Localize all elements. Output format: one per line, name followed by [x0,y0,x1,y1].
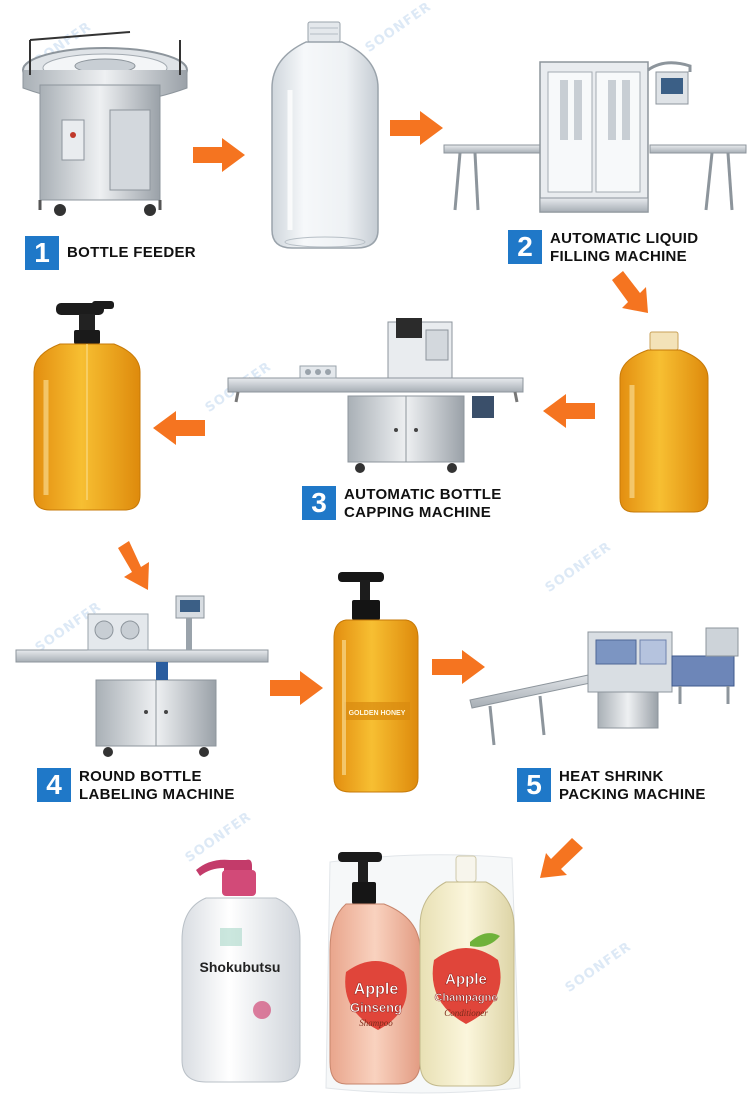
step-title-line2: PACKING MACHINE [559,786,706,803]
step-2-label: 2 AUTOMATIC LIQUID FILLING MACHINE [508,230,698,266]
red-label-line1: Apple [354,981,399,998]
capping-machine [227,318,524,473]
step-number-badge: 5 [517,768,551,802]
step-title-line1: AUTOMATIC BOTTLE [344,486,502,503]
labeled-pump-bottle: GOLDEN HONEY [333,572,419,793]
step-title-line2: LABELING MACHINE [79,786,235,803]
white-bottle-brand: Shokubutsu [200,959,281,975]
flow-arrow-down [118,541,149,590]
flow-arrow-left [153,411,205,445]
step-title: BOTTLE FEEDER [67,244,196,262]
step-4-label: 4 ROUND BOTTLE LABELING MACHINE [37,768,235,804]
step-1-label: 1 BOTTLE FEEDER [25,236,196,270]
flow-arrow-right [193,138,245,172]
step-title: HEAT SHRINK PACKING MACHINE [559,768,706,804]
step-title: AUTOMATIC LIQUID FILLING MACHINE [550,230,698,266]
step-number-badge: 3 [302,486,336,520]
step-title-line1: HEAT SHRINK [559,768,664,785]
flow-arrow-down-left [540,838,583,878]
labeling-machine [15,595,269,757]
filling-machine [443,61,747,213]
packing-machine [469,627,739,746]
empty-bottle [271,21,379,249]
step-title-line1: AUTOMATIC LIQUID [550,230,699,247]
amber-label-text: GOLDEN HONEY [349,710,406,717]
filled-bottle [619,331,709,513]
red-label-line2: Ginseng [350,1000,402,1015]
red-label-line3: Shampoo [359,1018,393,1028]
flow-arrow-down-right [612,271,648,313]
step-title: ROUND BOTTLE LABELING MACHINE [79,768,235,804]
step-number-badge: 2 [508,230,542,264]
flow-arrow-left [543,394,595,428]
pump-bottle-filled [33,301,141,511]
shrink-wrapped-pack: Apple Ginseng Shampoo Apple Champagne Co… [325,852,521,1094]
step-title: AUTOMATIC BOTTLE CAPPING MACHINE [344,486,502,522]
step-title-line1: BOTTLE FEEDER [67,244,196,261]
step-number-badge: 1 [25,236,59,270]
bottle-feeder-machine [22,31,188,216]
white-shampoo-bottle: Shokubutsu [181,859,301,1083]
step-number-badge: 4 [37,768,71,802]
step-title-line1: ROUND BOTTLE [79,768,202,785]
green-label-line3: Conditioner [444,1008,488,1018]
step-5-label: 5 HEAT SHRINK PACKING MACHINE [517,768,706,804]
flow-arrow-right [270,671,323,705]
flow-arrow-right [432,650,485,684]
green-label-line2: Champagne [435,992,498,1004]
flow-arrow-right [390,111,443,145]
green-label-line1: Apple [445,971,487,988]
step-title-line2: CAPPING MACHINE [344,504,492,521]
step-3-label: 3 AUTOMATIC BOTTLE CAPPING MACHINE [302,486,502,522]
step-title-line2: FILLING MACHINE [550,248,687,265]
